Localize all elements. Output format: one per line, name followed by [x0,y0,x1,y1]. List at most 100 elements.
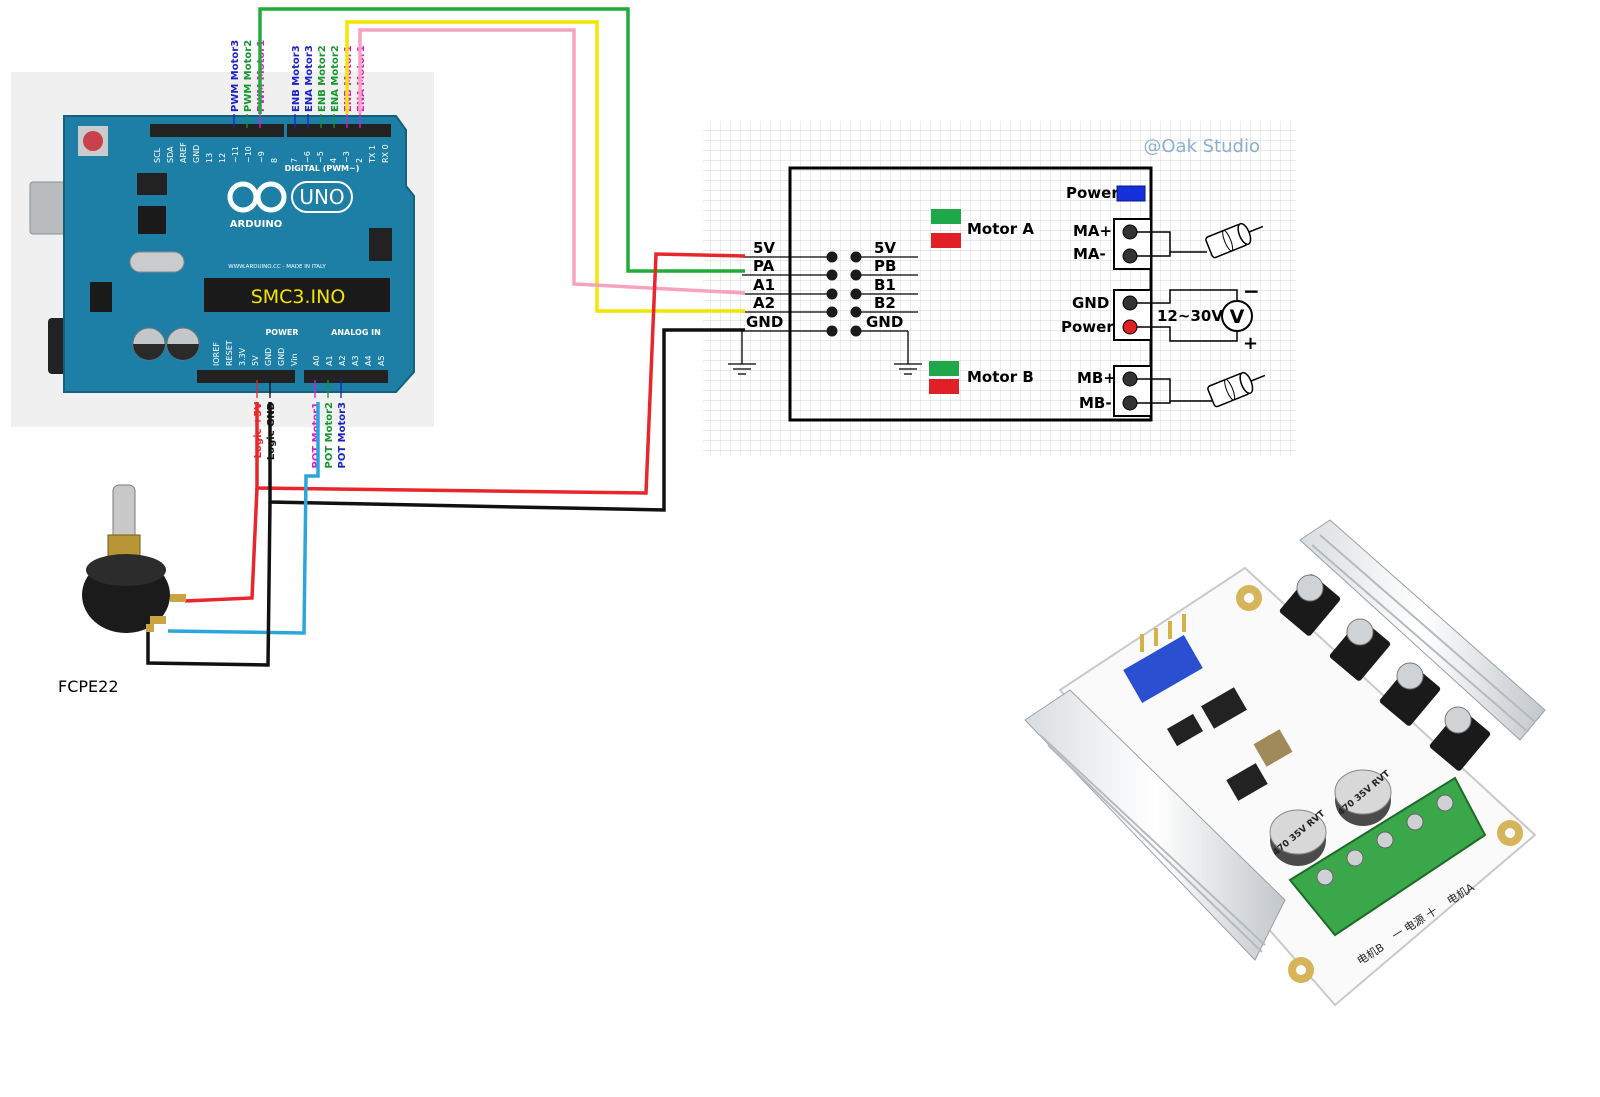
arduino-logo: ARDUINO UNO [227,181,353,230]
pin-a2: A2 [753,294,775,312]
pot-label: FCPE22 [58,677,119,696]
top-pin-label: ~9 [257,151,266,163]
power-header [197,370,295,383]
motor-b-label: Motor B [967,368,1034,386]
motor-a-label: Motor A [967,220,1034,238]
ma-plus-label: MA+ [1073,222,1112,240]
top-pin-label: GND [192,145,201,163]
power-indicator-label: Power [1066,184,1119,202]
bottom-pin-label: GND [277,348,286,366]
top-pin-label: 13 [205,153,214,163]
voltage-minus: − [1243,279,1260,303]
power-input-label: Power [1061,318,1114,336]
top-pin-label: ~6 [303,151,312,163]
mounting-holes [1236,585,1523,983]
bottom-pin-label: 5V [251,355,260,366]
driver-schematic: @Oak Studio 5V PA A1 A2 GND 5V P [703,121,1296,456]
driver-right-pins: 5V PB B1 B2 GND [856,239,922,375]
ma-minus-label: MA- [1073,245,1106,263]
pin-gnd-right: GND [866,313,903,331]
arduino-www-text: WWW.ARDUINO.CC - MADE IN ITALY [228,264,326,270]
usb-chip [138,206,166,234]
label-ena-motor3: ENA Motor3 [304,45,315,112]
top-pin-label: 7 [290,158,299,163]
mosfets [1279,574,1491,771]
bottom-pin-label: A2 [338,355,347,366]
blue-pin-header [1123,635,1203,703]
green-wire [258,7,745,273]
bottom-pin-label: A4 [364,355,373,366]
mb-minus-label: MB- [1079,394,1112,412]
red-wire-5v [255,252,746,495]
analog-header [304,370,388,383]
mb-plus-screw [1122,371,1138,387]
wires [146,7,746,667]
ma-plus-screw [1122,224,1138,240]
black-wire-gnd [268,328,745,512]
pin-gnd-left: GND [746,313,783,331]
bottom-pin-label: RESET [225,340,234,366]
driver-board-photo: 470 35V RVT 470 35V RVT 电机B 一 电源 十 电机A [1024,519,1546,1007]
atmega-chip [204,278,390,312]
driver-pin-dots [826,251,862,337]
digital-header-right [287,124,391,137]
pink-wire [358,28,746,295]
pot-terminal-3 [146,624,154,632]
gnd-screw [1122,295,1138,311]
potentiometer [82,484,186,633]
motor-b-icon [1207,371,1266,408]
voltage-range: 12~30V [1157,307,1223,325]
ma-minus-screw [1122,248,1138,264]
mb-minus-screw [1122,395,1138,411]
bottom-pin-label: A3 [351,355,360,366]
voltage-regulator [90,282,112,312]
green-terminal-block [1288,776,1487,937]
top-pin-label: AREF [179,142,188,163]
top-pin-label: 12 [218,153,227,163]
ic-3 [1226,763,1268,801]
top-pin-label: RX 0 [381,144,390,163]
digital-header-left [150,124,284,137]
bottom-pin-label: A5 [377,355,386,366]
yellow-wire [345,20,745,313]
top-pin-label: SCL [153,147,162,163]
top-pin-label: ~11 [231,146,240,163]
voltmeter-icon [1221,300,1253,332]
pot-terminal-2 [150,616,166,624]
red-wire-pot [184,487,259,603]
bottom-pin-label: IOREF [212,342,221,366]
reset-button-cap [83,131,103,151]
label-enb-motor3: ENB Motor3 [291,45,302,112]
arduino-uno-board: ARDUINO UNO DIGITAL (PWM~) WWW.ARDUINO.C… [11,72,434,427]
mb-plus-label: MB+ [1077,369,1116,387]
pin-pa: PA [753,257,775,275]
analog-header-label: ANALOG IN [331,328,381,337]
label-enb-motor2: ENB Motor2 [317,45,328,112]
header-pins [1140,614,1186,652]
blue-wire-pot [167,402,320,635]
digital-header-label: DIGITAL (PWM~) [285,164,360,173]
pot-top [86,554,166,586]
voltmeter-symbol: V [1230,306,1245,328]
motor-b-led-red [929,379,959,394]
pin-5v-right: 5V [874,239,896,257]
ic-1 [1201,687,1247,729]
bottom-pin-label: A0 [312,355,321,366]
arduino-brand-text: ARDUINO [230,219,282,230]
icsp-header-2 [369,228,392,261]
pin-b2: B2 [874,294,896,312]
terminal-screws [1316,794,1454,886]
top-pin-label: 4 [329,158,338,163]
top-pin-label: TX 1 [368,145,377,164]
voltage-plus: + [1243,333,1258,354]
bottom-pin-label: A1 [325,355,334,366]
label-pot-motor3: POT Motor3 [337,402,348,469]
gnd-label: GND [1072,294,1109,312]
top-pin-label: ~3 [342,151,351,163]
pin-b1: B1 [874,276,896,294]
capacitor-1-mark [133,344,165,360]
ic-2 [1167,713,1203,747]
icsp-header-1 [137,173,167,195]
